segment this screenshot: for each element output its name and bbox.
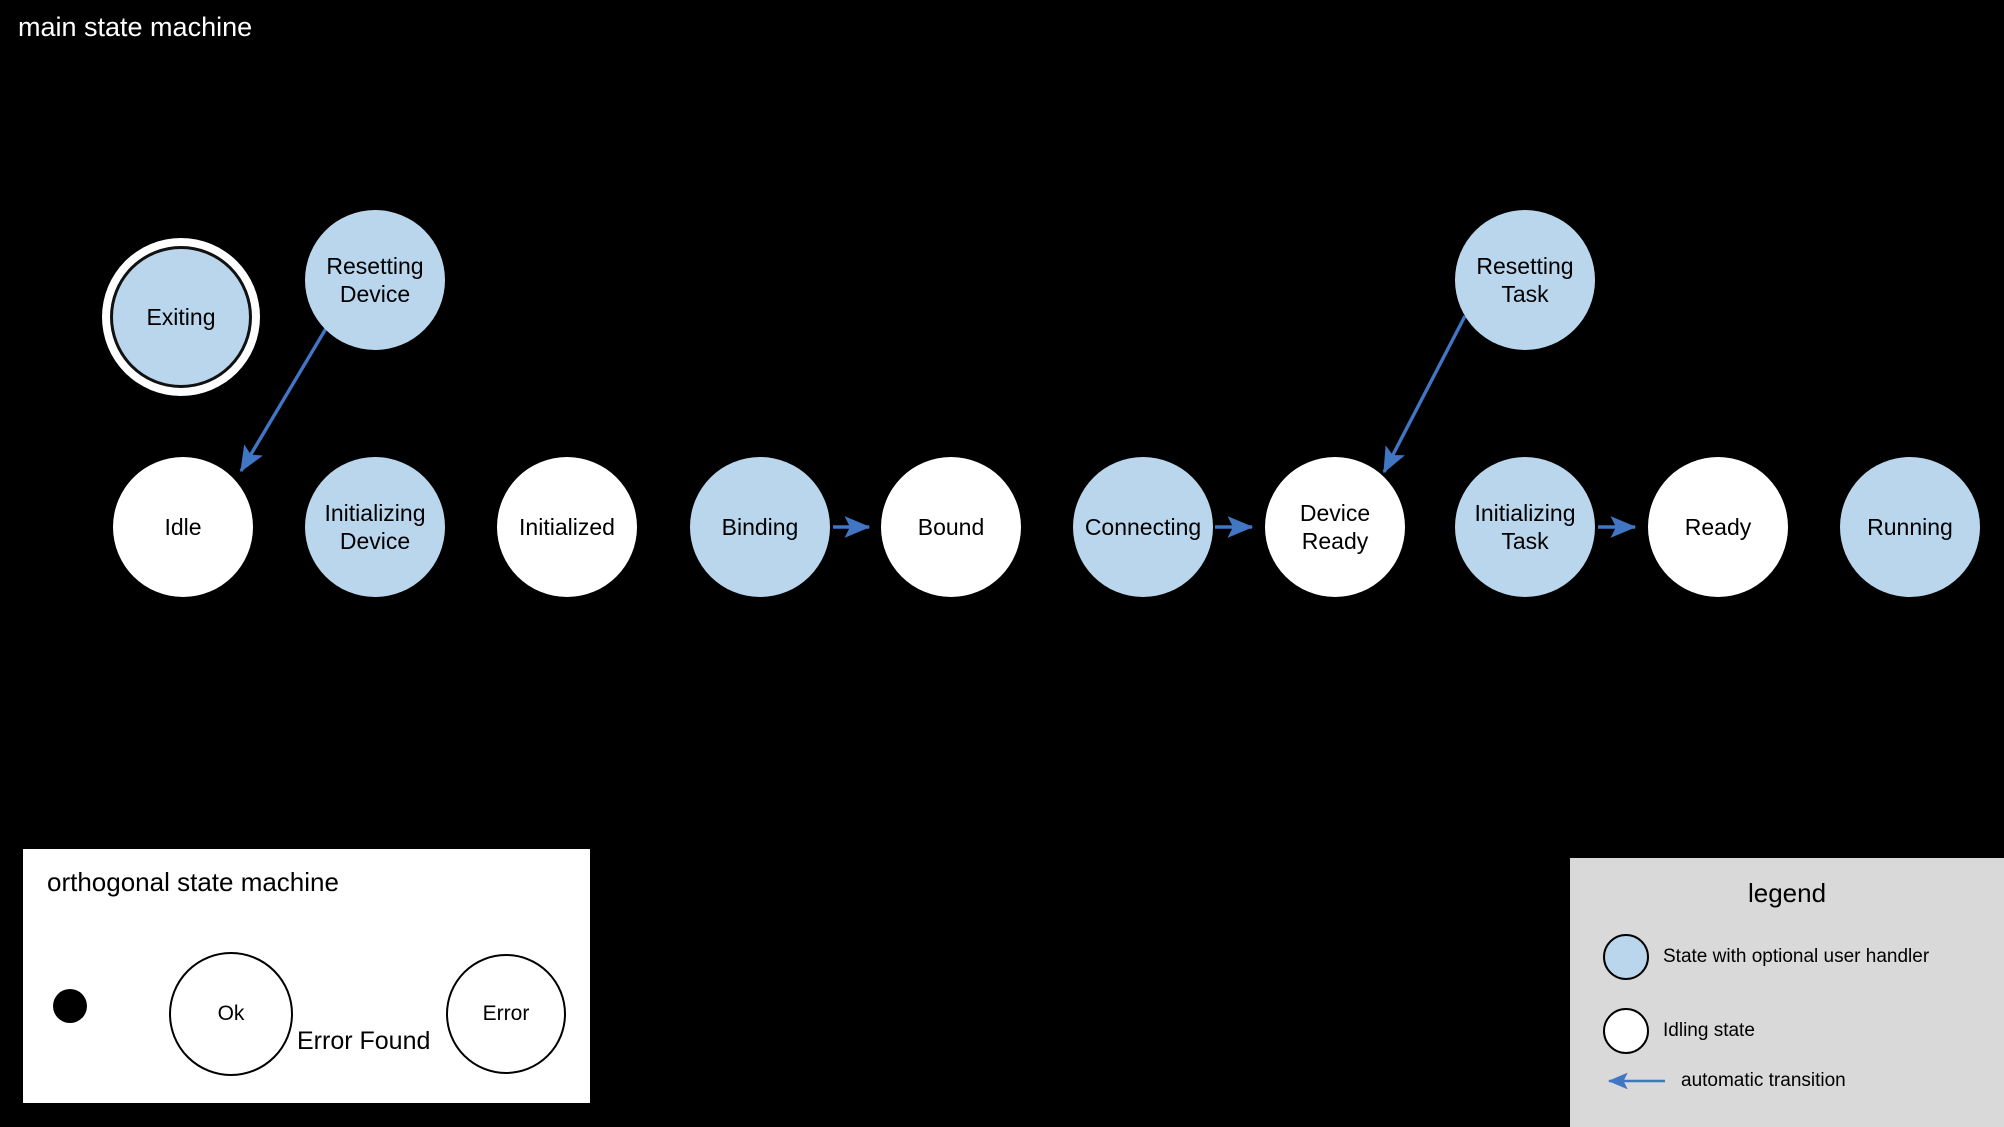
- legend-panel: legend State with optional user handler …: [1570, 858, 2004, 1127]
- state-ready[interactable]: Ready: [1648, 457, 1788, 597]
- state-initializing-device-label-line2: Device: [339, 528, 411, 554]
- state-resetting-task-label: Resetting Task: [1476, 252, 1573, 308]
- state-connecting-label: Connecting: [1084, 513, 1202, 540]
- ortho-state-ok-label: Ok: [217, 1002, 245, 1025]
- state-resetting-device[interactable]: Resetting Device: [305, 210, 445, 350]
- state-initializing-task-label: Initializing Task: [1475, 499, 1576, 555]
- state-exiting[interactable]: Exiting: [102, 238, 260, 396]
- state-resetting-device-label: Resetting Device: [326, 252, 423, 308]
- state-bound[interactable]: Bound: [881, 457, 1021, 597]
- idling-state-circle-icon: [1603, 1008, 1649, 1054]
- handler-state-circle-icon: [1603, 934, 1649, 980]
- state-initializing-device-label: Initializing Device: [325, 499, 426, 555]
- state-device-ready-label: Device Ready: [1300, 499, 1370, 555]
- automatic-transition-arrow-icon: [1607, 1072, 1665, 1090]
- state-exiting-label: Exiting: [146, 303, 216, 330]
- state-device-ready[interactable]: Device Ready: [1265, 457, 1405, 597]
- transition-resetting-task-to-device-ready: [1382, 315, 1467, 474]
- state-initializing-task-label-line1: Initializing: [1474, 499, 1576, 526]
- ortho-state-error-label: Error: [482, 1002, 530, 1025]
- state-connecting[interactable]: Connecting: [1073, 457, 1213, 597]
- legend-item-handler-state-label: State with optional user handler: [1663, 946, 1930, 967]
- state-exiting-inner: Exiting: [110, 246, 252, 388]
- state-device-ready-label-line2: Ready: [1301, 528, 1369, 554]
- state-binding[interactable]: Binding: [690, 457, 830, 597]
- state-initializing-task[interactable]: Initializing Task: [1455, 457, 1595, 597]
- legend-item-automatic-transition: automatic transition: [1603, 1070, 1846, 1092]
- state-bound-label: Bound: [917, 513, 985, 540]
- transition-resetting-device-to-idle: [239, 314, 336, 473]
- legend-item-idling-state: Idling state: [1603, 1008, 1755, 1054]
- state-resetting-task-label-line1: Resetting: [1476, 252, 1574, 279]
- ortho-edge-label-error-found: Error Found: [297, 1027, 431, 1055]
- state-device-ready-label-line1: Device: [1299, 499, 1371, 526]
- state-resetting-device-label-line1: Resetting: [326, 252, 424, 279]
- state-resetting-device-label-line2: Device: [339, 281, 411, 307]
- ortho-state-error[interactable]: Error: [446, 954, 566, 1074]
- state-initialized[interactable]: Initialized: [497, 457, 637, 597]
- state-resetting-task-label-line2: Task: [1501, 281, 1549, 307]
- state-initializing-task-label-line2: Task: [1501, 528, 1549, 554]
- legend-title: legend: [1747, 878, 1827, 908]
- legend-item-idling-state-label: Idling state: [1663, 1020, 1755, 1041]
- state-idle[interactable]: Idle: [113, 457, 253, 597]
- page-title: main state machine: [18, 12, 253, 42]
- state-resetting-task[interactable]: Resetting Task: [1455, 210, 1595, 350]
- state-running-label: Running: [1867, 513, 1953, 540]
- legend-item-handler-state: State with optional user handler: [1603, 934, 1929, 980]
- state-binding-label: Binding: [721, 513, 799, 540]
- state-ready-label: Ready: [1684, 513, 1752, 540]
- state-idle-label: Idle: [164, 513, 202, 540]
- state-initializing-device[interactable]: Initializing Device: [305, 457, 445, 597]
- state-running[interactable]: Running: [1840, 457, 1980, 597]
- state-initialized-label: Initialized: [519, 513, 615, 540]
- ortho-state-ok[interactable]: Ok: [169, 952, 293, 1076]
- orthogonal-state-machine-panel: orthogonal state machine Ok Error Error …: [20, 846, 593, 1106]
- ortho-initial-state-dot[interactable]: [53, 989, 87, 1023]
- state-initializing-device-label-line1: Initializing: [324, 499, 426, 526]
- legend-item-automatic-transition-label: automatic transition: [1681, 1070, 1846, 1091]
- orthogonal-panel-title: orthogonal state machine: [47, 867, 339, 897]
